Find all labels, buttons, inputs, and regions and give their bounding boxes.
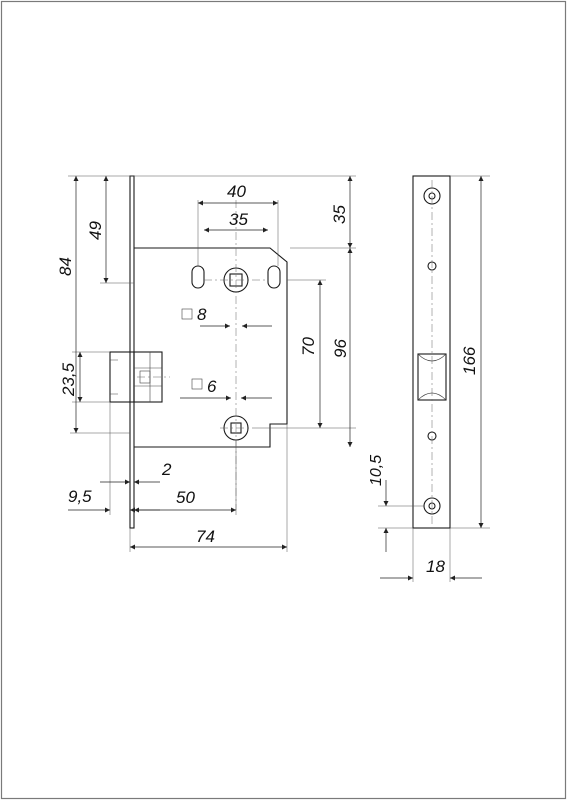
faceplate-front-view [412, 175, 451, 529]
square-6-symbol [191, 378, 203, 390]
mounting-slot-left [191, 265, 205, 289]
dim-label-70: 70 [299, 337, 318, 356]
dim-label-23-5: 23,5 [59, 362, 78, 397]
dim-label-49: 49 [86, 221, 105, 240]
dim-label-166: 166 [460, 346, 479, 375]
lock-body [109, 175, 288, 529]
dimension-lines [68, 176, 484, 581]
dim-label-10-5: 10,5 [368, 455, 385, 486]
dim-label-96: 96 [331, 339, 350, 358]
dim-label-9-5: 9,5 [68, 487, 92, 506]
dim-label-35-right: 35 [330, 205, 349, 224]
square-8-symbol [181, 308, 193, 320]
dim-label-8: 8 [197, 305, 207, 324]
faceplate-outline [412, 175, 451, 529]
dim-label-74: 74 [196, 527, 215, 546]
dim-label-40: 40 [227, 182, 246, 201]
dim-label-35-top: 35 [229, 210, 248, 229]
dim-label-50: 50 [176, 488, 195, 507]
dim-label-18: 18 [426, 557, 445, 576]
dimension-labels: 40 35 35 49 84 8 70 96 23,5 6 2 9,5 50 7… [56, 182, 479, 576]
dim-label-6: 6 [207, 377, 217, 396]
extension-lines [68, 175, 490, 582]
latch-bolt [109, 351, 163, 403]
lock-case-outline [134, 247, 288, 448]
mounting-slot-right [267, 265, 281, 289]
dim-label-2: 2 [161, 460, 172, 479]
dim-label-84: 84 [56, 257, 75, 276]
center-lines [137, 200, 268, 510]
